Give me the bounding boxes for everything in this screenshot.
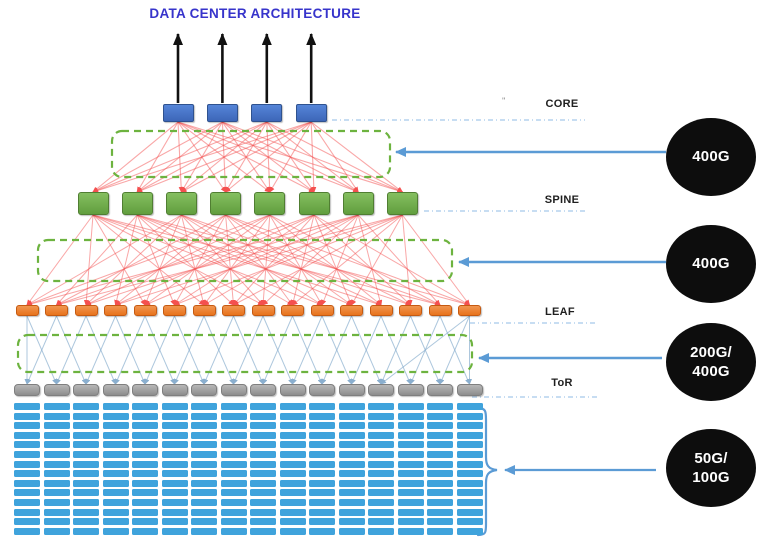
- diagram-title: DATA CENTER ARCHITECTURE: [149, 6, 361, 21]
- dashed-group-box: [36, 238, 454, 283]
- speed-badge-servers: 50G/ 100G: [666, 429, 756, 507]
- speed-badge-line: 400G: [692, 148, 730, 166]
- speed-badge-line: 100G: [692, 469, 730, 486]
- speed-badge-core: 400G: [666, 118, 756, 196]
- speed-badge-line: 400G: [692, 363, 730, 380]
- speed-badge-line: 50G/: [694, 449, 728, 467]
- tier-label-tor: ToR: [551, 377, 573, 389]
- speed-badge-spine: 400G: [666, 225, 756, 303]
- tier-label-spine: SPINE: [544, 194, 580, 206]
- speed-badge-leaf-tor: 200G/ 400G: [666, 323, 756, 401]
- dashed-group-box: [110, 129, 392, 179]
- speed-badge-line: 400G: [692, 255, 730, 273]
- tier-label-leaf: LEAF: [545, 306, 575, 318]
- stray-mark: '': [502, 96, 506, 106]
- speed-badge-line: 200G/: [690, 343, 732, 361]
- tier-label-core: CORE: [545, 98, 579, 110]
- dashed-group-box: [16, 333, 474, 374]
- server-group-brace: [476, 406, 498, 537]
